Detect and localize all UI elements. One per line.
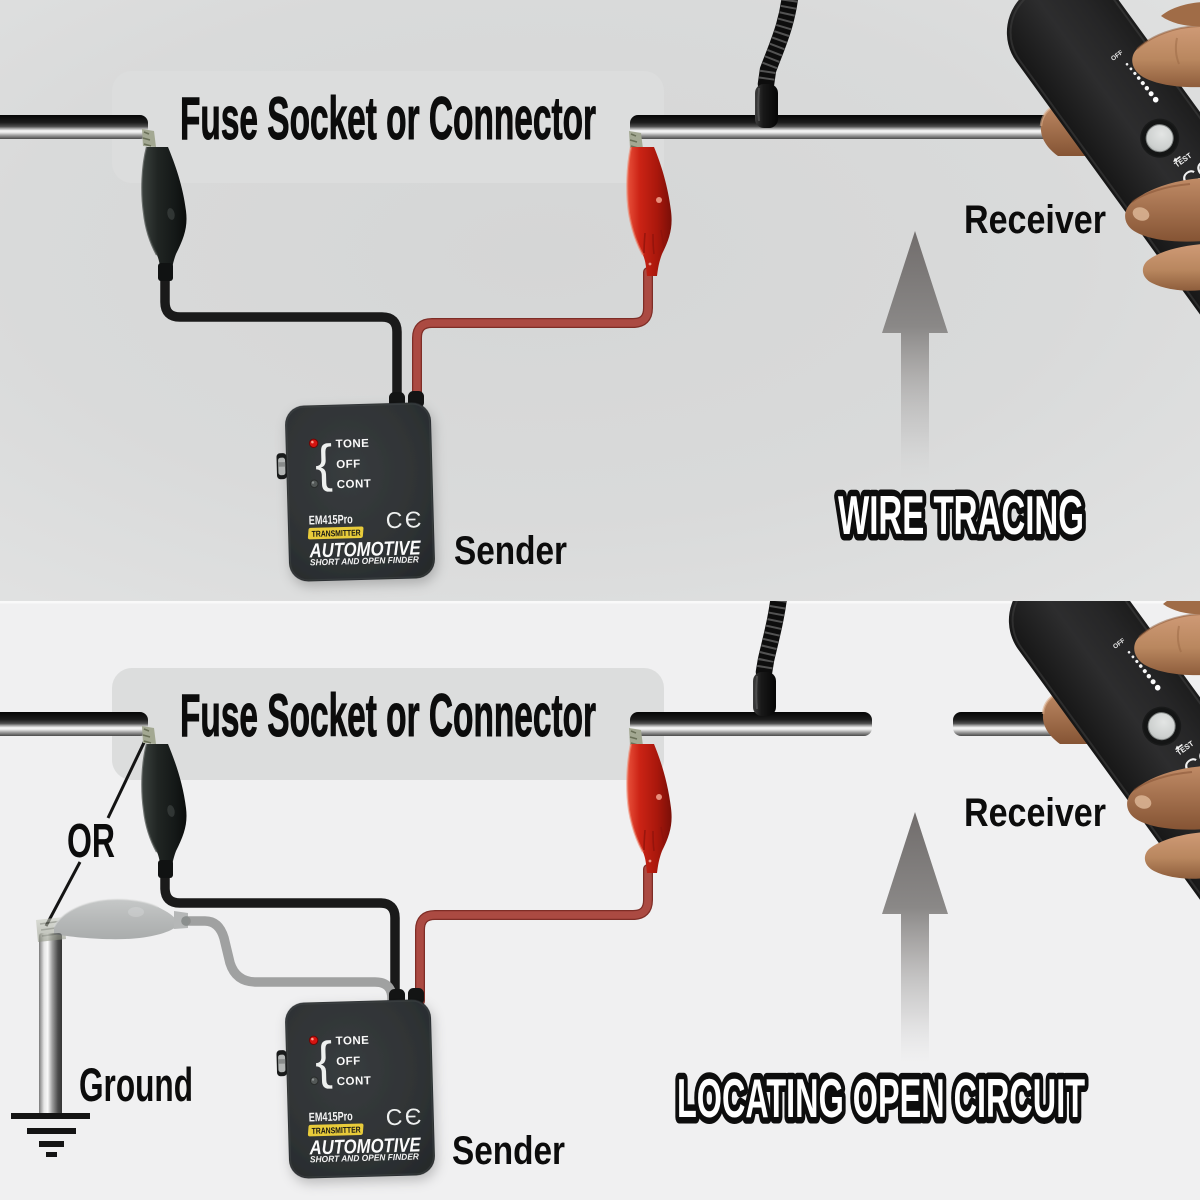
sender-badge-background: [307, 1123, 364, 1137]
sender-red-lead: [413, 268, 652, 408]
sender-mode-cont: CONT: [337, 478, 372, 491]
sender-black-lead: [160, 269, 402, 409]
ground-gray-lead: [181, 916, 397, 1009]
sender-model-bottom: EM415Pro: [309, 1109, 354, 1124]
panel-locating-open-circuit: Fuse Socket or Connector OR Ground: [0, 601, 1200, 1200]
sender-subtitle-bottom: SHORT AND OPEN FINDER: [310, 1151, 420, 1164]
ground-label: Ground: [79, 1058, 193, 1111]
fuse-socket-label-bottom: Fuse Socket or Connector: [180, 682, 596, 749]
sender-red-lead-bottom: [416, 865, 652, 1005]
sender-caption-bottom: Sender: [452, 1129, 565, 1173]
sender-brace-bottom: {: [314, 1032, 333, 1090]
receiver-gooseneck: [757, 0, 798, 93]
sender-ce-mark: CЄ: [385, 506, 424, 533]
ground-symbol-line1: [11, 1113, 90, 1119]
sender-black-lead-bottom: [160, 866, 400, 1006]
sender-mode-cont-bottom: CONT: [337, 1075, 372, 1088]
ground-symbol-line4: [46, 1152, 57, 1157]
sender-brand-bottom: AUTOMOTIVE: [308, 1134, 421, 1159]
sender-brand: AUTOMOTIVE: [308, 537, 421, 562]
fuse-socket-label-box: [112, 71, 664, 183]
sender-brace: {: [314, 435, 333, 493]
ghost-alligator-clip: [36, 898, 188, 942]
wire-segment-left: [0, 115, 148, 139]
receiver-gooseneck-coils-bottom: [756, 601, 787, 674]
sender-badge-bottom: TRANSMITTER: [312, 1124, 362, 1135]
caption-wire-tracing: WIRE TRACING: [838, 484, 1084, 546]
sender-device-markings-bottom: { TONE OFF CONT EM415Pro CЄ TRANSMITTER …: [307, 1032, 424, 1164]
sender-mode-off: OFF: [336, 458, 361, 471]
receiver-probe-tip: [755, 84, 778, 128]
caption-locating-open-circuit: LOCATING OPEN CIRCUIT: [677, 1067, 1085, 1129]
ground-symbol-line3: [39, 1141, 64, 1147]
sender-mode-off-bottom: OFF: [336, 1055, 361, 1068]
wire-segment-mid-bottom: [630, 712, 872, 736]
sender-badge-background: [307, 526, 364, 540]
panel-wire-tracing: Fuse Socket or Connector { TONE OFF CONT…: [0, 0, 1200, 601]
wire-segment-left-bottom: [0, 712, 148, 736]
sender-device-markings: { TONE OFF CONT EM415Pro CЄ TRANSMITTER …: [307, 435, 424, 567]
fuse-socket-label-box-bottom: [112, 668, 664, 780]
sender-subtitle: SHORT AND OPEN FINDER: [310, 554, 420, 567]
receiver-caption-top: Receiver: [964, 198, 1106, 242]
sender-caption-top: Sender: [454, 529, 567, 573]
ground-symbol-line2: [27, 1128, 76, 1134]
fuse-socket-label: Fuse Socket or Connector: [180, 85, 596, 152]
receiver-caption-bottom: Receiver: [964, 791, 1106, 835]
ground-rod: [39, 933, 62, 1116]
sender-badge: TRANSMITTER: [312, 527, 362, 538]
or-leader-line-top: [106, 729, 152, 819]
or-leader-line-bottom: [44, 861, 82, 927]
sender-mode-tone: TONE: [336, 438, 370, 451]
or-label: OR: [67, 815, 115, 868]
sender-model: EM415Pro: [309, 512, 354, 527]
sender-ce-mark-bottom: CЄ: [385, 1103, 424, 1130]
receiver-probe-tip-bottom: [753, 672, 776, 716]
sender-mode-tone-bottom: TONE: [336, 1035, 370, 1048]
panel-divider: [0, 601, 1200, 604]
